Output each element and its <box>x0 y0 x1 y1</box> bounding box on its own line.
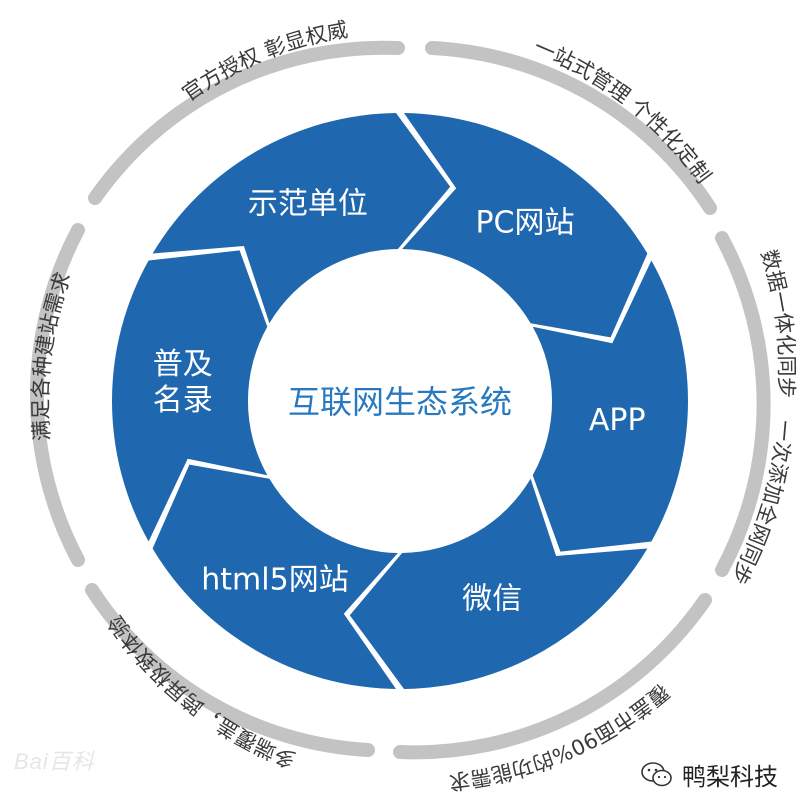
outer-ring <box>29 40 771 760</box>
outer-label-top-left: 官方授权 彰显权威 <box>178 17 350 106</box>
segment-html5 <box>152 464 398 689</box>
segment-label-puji: 普及 <box>153 347 213 382</box>
segment-puji <box>112 250 268 542</box>
outer-arc-5 <box>85 583 375 757</box>
center-label: 互联网生态系统 <box>288 383 512 421</box>
segment-label-shifan: 示范单位 <box>248 186 368 221</box>
outer-arc-1 <box>88 40 405 205</box>
segment-label-app: APP <box>589 403 646 438</box>
account-watermark: 鸭梨科技 <box>640 757 778 792</box>
segment-label-weixin: 微信 <box>462 582 522 617</box>
segment-shifan <box>152 113 451 324</box>
outer-label-left: 满足各种建站需求 <box>29 269 76 442</box>
outer-arc-6 <box>29 223 85 567</box>
segment-label-puji: 名录 <box>153 383 213 418</box>
wechat-icon <box>641 761 672 786</box>
outer-arc-3 <box>715 231 771 577</box>
outer-arc-2 <box>425 41 717 215</box>
segment-label-html5: html5网站 <box>201 563 348 598</box>
segment-weixin <box>349 478 648 689</box>
baidu-watermark: Bai百科 <box>14 749 95 774</box>
segment-app <box>532 260 688 552</box>
account-name: 鸭梨科技 <box>682 763 778 791</box>
center-circle <box>250 251 550 551</box>
segment-label-pc: PC网站 <box>475 205 574 240</box>
outer-arc-4 <box>393 593 712 760</box>
segment-pc <box>402 113 648 338</box>
